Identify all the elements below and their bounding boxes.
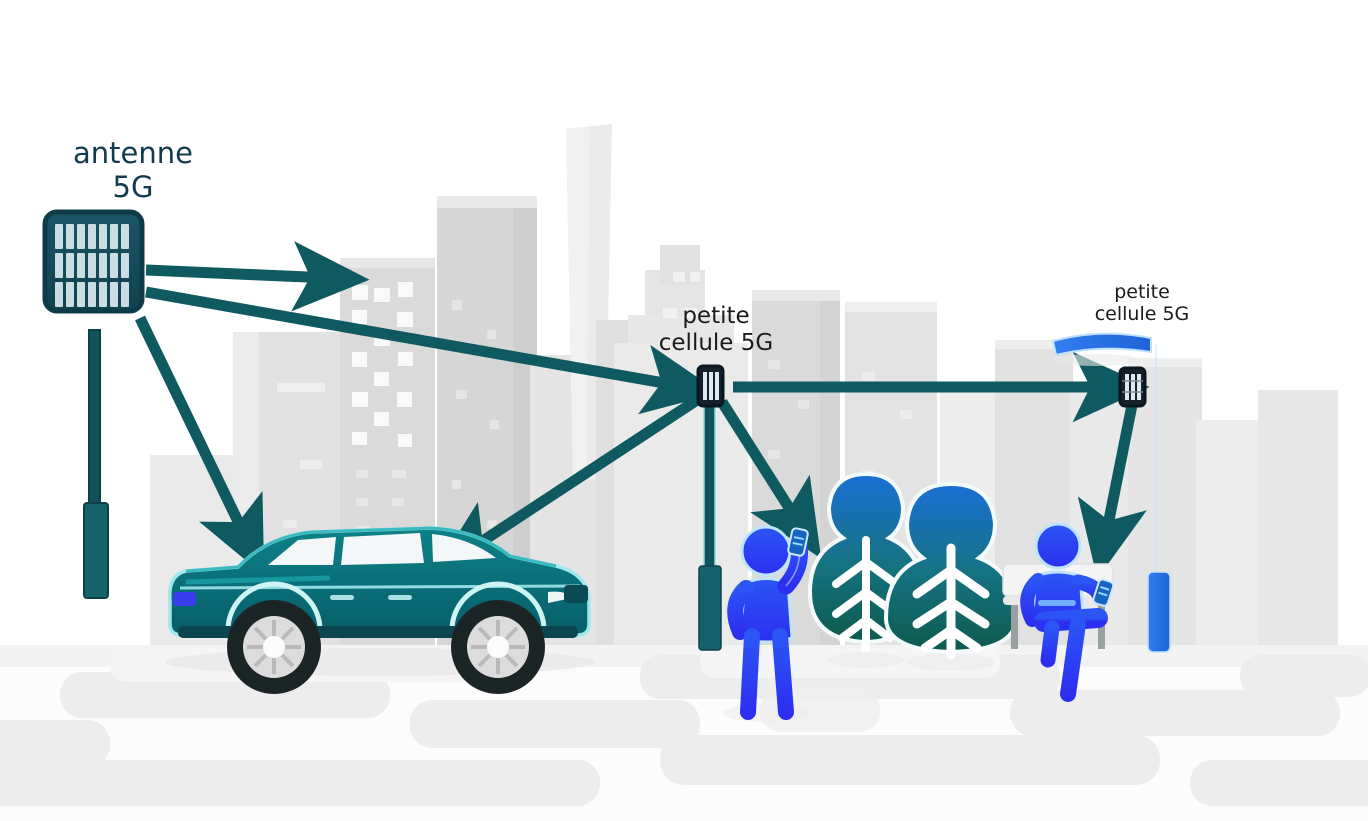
connection-arrows bbox=[135, 241, 1150, 579]
small-cell-label-center: petite cellule 5G bbox=[658, 303, 774, 357]
car[interactable] bbox=[165, 526, 595, 694]
person-seated[interactable] bbox=[1020, 522, 1115, 702]
person-standing[interactable] bbox=[723, 525, 809, 722]
arrow-smallcell-to-person bbox=[717, 399, 822, 559]
car-wheel-front bbox=[451, 600, 545, 694]
building-stepped bbox=[614, 245, 748, 650]
arrow-antenna-to-smallcell bbox=[145, 286, 721, 415]
tree-right bbox=[883, 481, 1019, 671]
antenna-mast[interactable] bbox=[42, 209, 145, 599]
small-cell-on-lamp[interactable] bbox=[1118, 366, 1147, 408]
ground bbox=[0, 645, 1368, 821]
arrow-antenna-to-car bbox=[135, 315, 265, 576]
smartphone-standing bbox=[787, 527, 809, 557]
small-cell-pole[interactable] bbox=[696, 364, 725, 651]
smartphone-seated bbox=[1092, 578, 1115, 607]
antenna-label: antenne 5G bbox=[73, 136, 193, 205]
small-cell-label-right: petite cellule 5G bbox=[1094, 281, 1190, 326]
arrow-antenna-to-building bbox=[145, 241, 370, 312]
street-lamp[interactable] bbox=[1051, 332, 1171, 657]
arrow-lampcell-to-seated-person bbox=[1077, 398, 1147, 579]
arrow-smallcell-to-car bbox=[432, 395, 701, 574]
antenna-panel-grid bbox=[55, 224, 129, 307]
car-wheel-rear bbox=[227, 600, 321, 694]
